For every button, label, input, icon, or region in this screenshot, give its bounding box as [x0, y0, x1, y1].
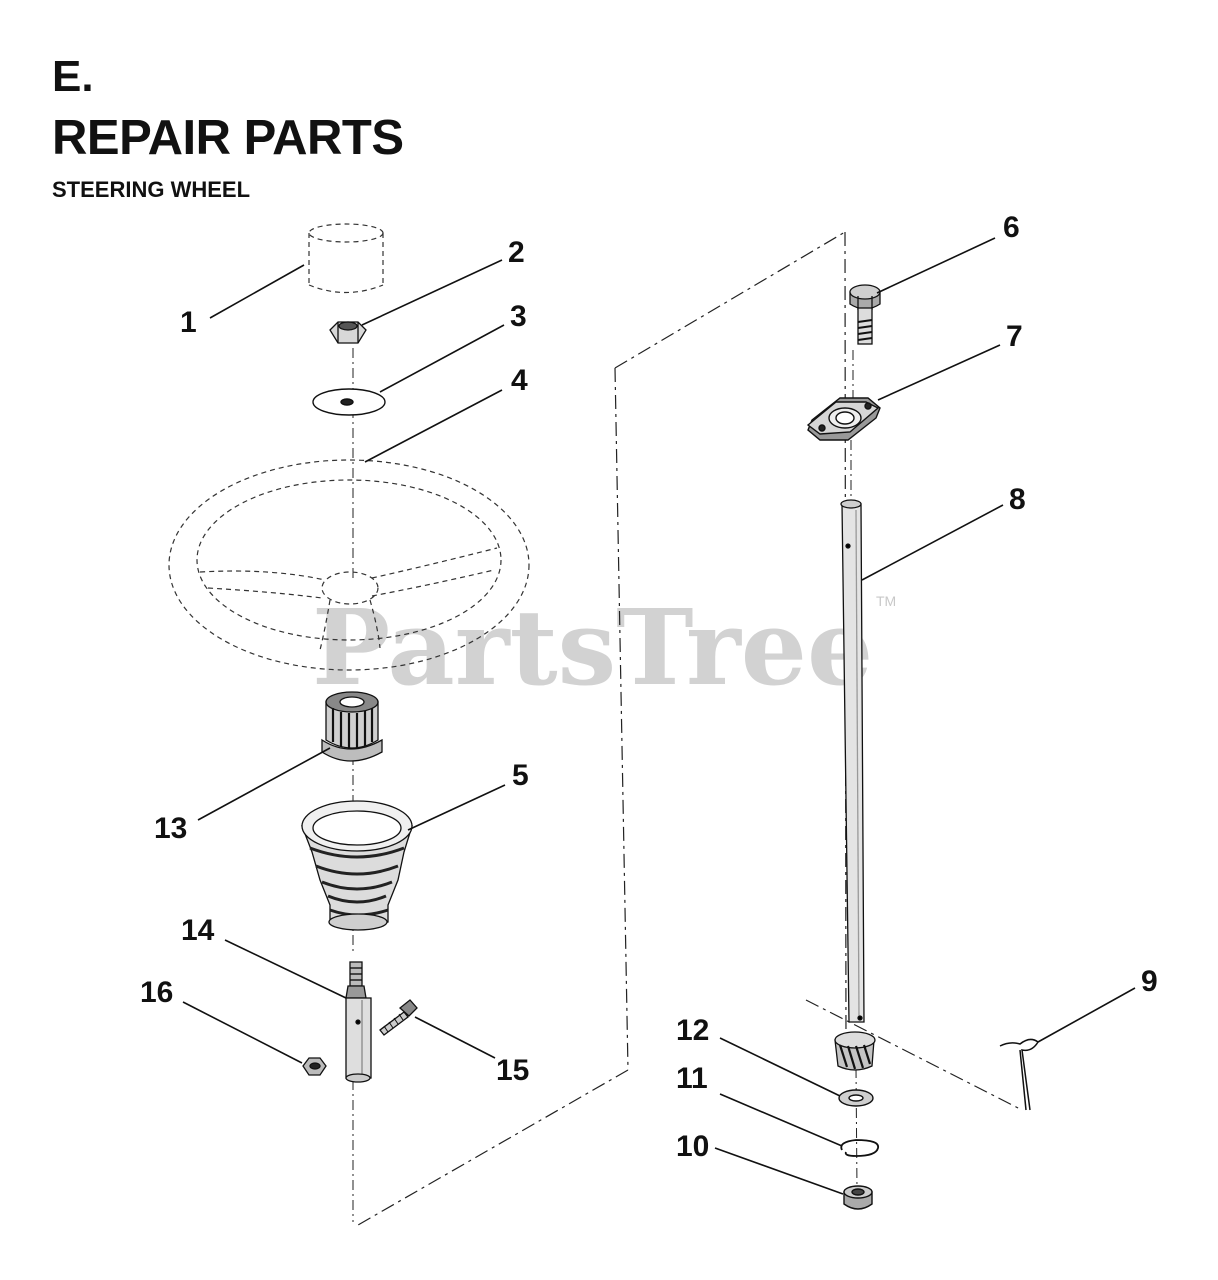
- part-13-adapter: [321, 691, 383, 762]
- callout-15: 15: [496, 1054, 529, 1087]
- part-8-steering-shaft: [840, 499, 865, 1023]
- part-10-bushing: [843, 1185, 873, 1210]
- callout-2: 2: [508, 236, 525, 269]
- part-16-lock-nut: [302, 1057, 327, 1076]
- page-title: REPAIR PARTS: [52, 111, 404, 165]
- callout-5: 5: [512, 759, 529, 792]
- part-14-shaft-extension: [345, 961, 372, 1083]
- callout-11: 11: [676, 1062, 708, 1095]
- callout-9: 9: [1141, 965, 1158, 998]
- part-12-flat-washer: [838, 1089, 874, 1107]
- section-letter: E.: [52, 52, 94, 101]
- part-2-nut: [329, 321, 367, 344]
- callout-labels: 1 2 3 4 5 6 7 8 9 10 11 12 13 14 15 16: [140, 211, 1158, 1163]
- part-7-flange-bearing: [806, 397, 881, 441]
- callout-7: 7: [1006, 320, 1023, 353]
- callout-3: 3: [510, 300, 527, 333]
- watermark-text: PartsTree: [312, 586, 873, 709]
- leader-lines: [182, 237, 1136, 1195]
- callout-10: 10: [676, 1130, 709, 1163]
- part-11-retaining-ring: [840, 1139, 879, 1157]
- part-15-screw: [379, 999, 418, 1036]
- part-1-cap: [308, 223, 384, 294]
- callout-12: 12: [676, 1014, 709, 1047]
- part-6-bolt: [849, 284, 881, 345]
- part-9-cotter-pin: [999, 1038, 1039, 1111]
- part-8-pinion-gear: [834, 1031, 876, 1071]
- callout-6: 6: [1003, 211, 1020, 244]
- watermark-trademark: TM: [876, 593, 896, 609]
- part-4-steering-wheel: [168, 459, 530, 671]
- callout-14: 14: [181, 914, 215, 947]
- callout-1: 1: [180, 306, 197, 339]
- callout-16: 16: [140, 976, 173, 1009]
- callout-8: 8: [1009, 483, 1026, 516]
- part-3-washer: [312, 388, 386, 416]
- center-axis-right: [850, 350, 858, 1191]
- page-subtitle: STEERING WHEEL: [52, 177, 251, 202]
- part-5-bellows-boot: [301, 800, 413, 931]
- callout-4: 4: [511, 364, 528, 397]
- callout-13: 13: [154, 812, 187, 845]
